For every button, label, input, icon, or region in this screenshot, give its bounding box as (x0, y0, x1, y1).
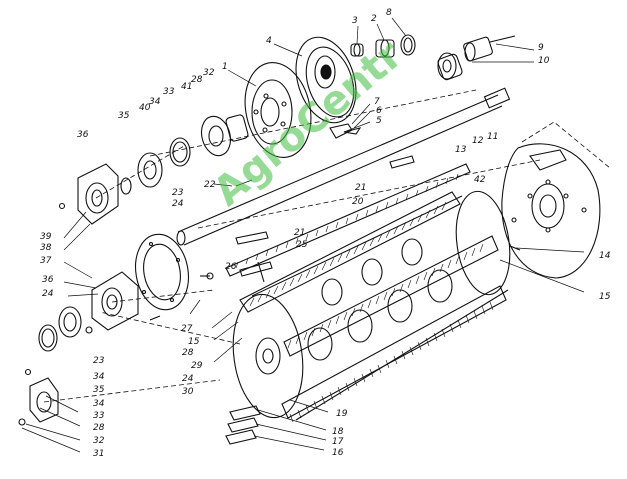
callout-19: 19 (336, 409, 348, 419)
callout-18: 18 (332, 427, 344, 437)
callout-23b: 23 (93, 356, 105, 366)
callout-38: 38 (40, 243, 52, 253)
disc-4 (295, 36, 357, 124)
beater-drum (232, 190, 511, 423)
callout-34c: 34 (93, 399, 105, 409)
callout-28: 28 (191, 75, 203, 85)
callout-23: 23 (172, 188, 184, 198)
callout-15: 15 (599, 292, 611, 302)
callout-28c: 28 (93, 423, 105, 433)
callout-28b: 28 (182, 348, 194, 358)
bearing-group-upper (77, 114, 249, 225)
callout-6: 6 (376, 106, 382, 116)
callout-33b: 33 (93, 411, 105, 421)
callout-4: 4 (266, 36, 272, 46)
callout-22: 22 (204, 180, 216, 190)
callout-7: 7 (374, 97, 380, 107)
callout-32: 32 (203, 68, 215, 78)
leader-lines (21, 17, 585, 453)
callout-9: 9 (538, 43, 544, 53)
callout-11: 11 (487, 132, 499, 142)
callout-32b: 32 (93, 436, 105, 446)
callout-29: 29 (191, 361, 203, 371)
callout-21b: 21 (294, 228, 306, 238)
callout-34: 34 (149, 97, 161, 107)
callout-27: 27 (181, 324, 193, 334)
callout-36: 36 (77, 130, 89, 140)
brackets-5-6-7 (329, 123, 362, 139)
callout-34b: 34 (93, 372, 105, 382)
callout-36b: 36 (42, 275, 54, 285)
callout-20: 20 (352, 197, 364, 207)
main-shaft (176, 87, 511, 246)
callout-15b: 15 (188, 337, 200, 347)
bearing-group-middle (38, 271, 139, 352)
round-plate-27 (135, 233, 189, 311)
end-disc-right (501, 143, 601, 279)
callout-1: 1 (222, 62, 228, 72)
callout-42: 42 (474, 175, 486, 185)
callout-33: 33 (163, 87, 175, 97)
callout-2: 2 (371, 14, 377, 24)
callout-16: 16 (332, 448, 344, 458)
callout-35: 35 (118, 111, 130, 121)
callout-24: 24 (172, 199, 184, 209)
assembly-dashed-lines (43, 89, 611, 403)
callout-26: 26 (225, 262, 237, 272)
callout-21: 21 (355, 183, 367, 193)
flange-disc-1 (244, 62, 312, 158)
callout-13: 13 (455, 145, 467, 155)
callout-17: 17 (332, 437, 344, 447)
callout-3: 3 (352, 16, 358, 26)
keys-pins (58, 155, 415, 321)
callout-40: 40 (139, 103, 151, 113)
shims-16-17-18 (225, 405, 261, 445)
callout-37: 37 (40, 256, 52, 266)
callout-24c: 24 (182, 374, 194, 384)
callout-31: 31 (93, 449, 105, 459)
callout-5: 5 (376, 116, 382, 126)
end-bearing-9-10 (437, 35, 516, 81)
callout-35b: 35 (93, 385, 105, 395)
callout-25: 25 (296, 240, 308, 250)
bearing-group-lower (18, 368, 59, 426)
rasp-bar-13 (225, 163, 471, 277)
callout-8: 8 (386, 8, 392, 18)
callout-39: 39 (40, 232, 52, 242)
callout-12: 12 (472, 136, 484, 146)
callout-30: 30 (182, 387, 194, 397)
callout-41: 41 (181, 82, 193, 92)
callout-14: 14 (599, 251, 611, 261)
callout-24b: 24 (42, 289, 54, 299)
callout-10: 10 (538, 56, 550, 66)
